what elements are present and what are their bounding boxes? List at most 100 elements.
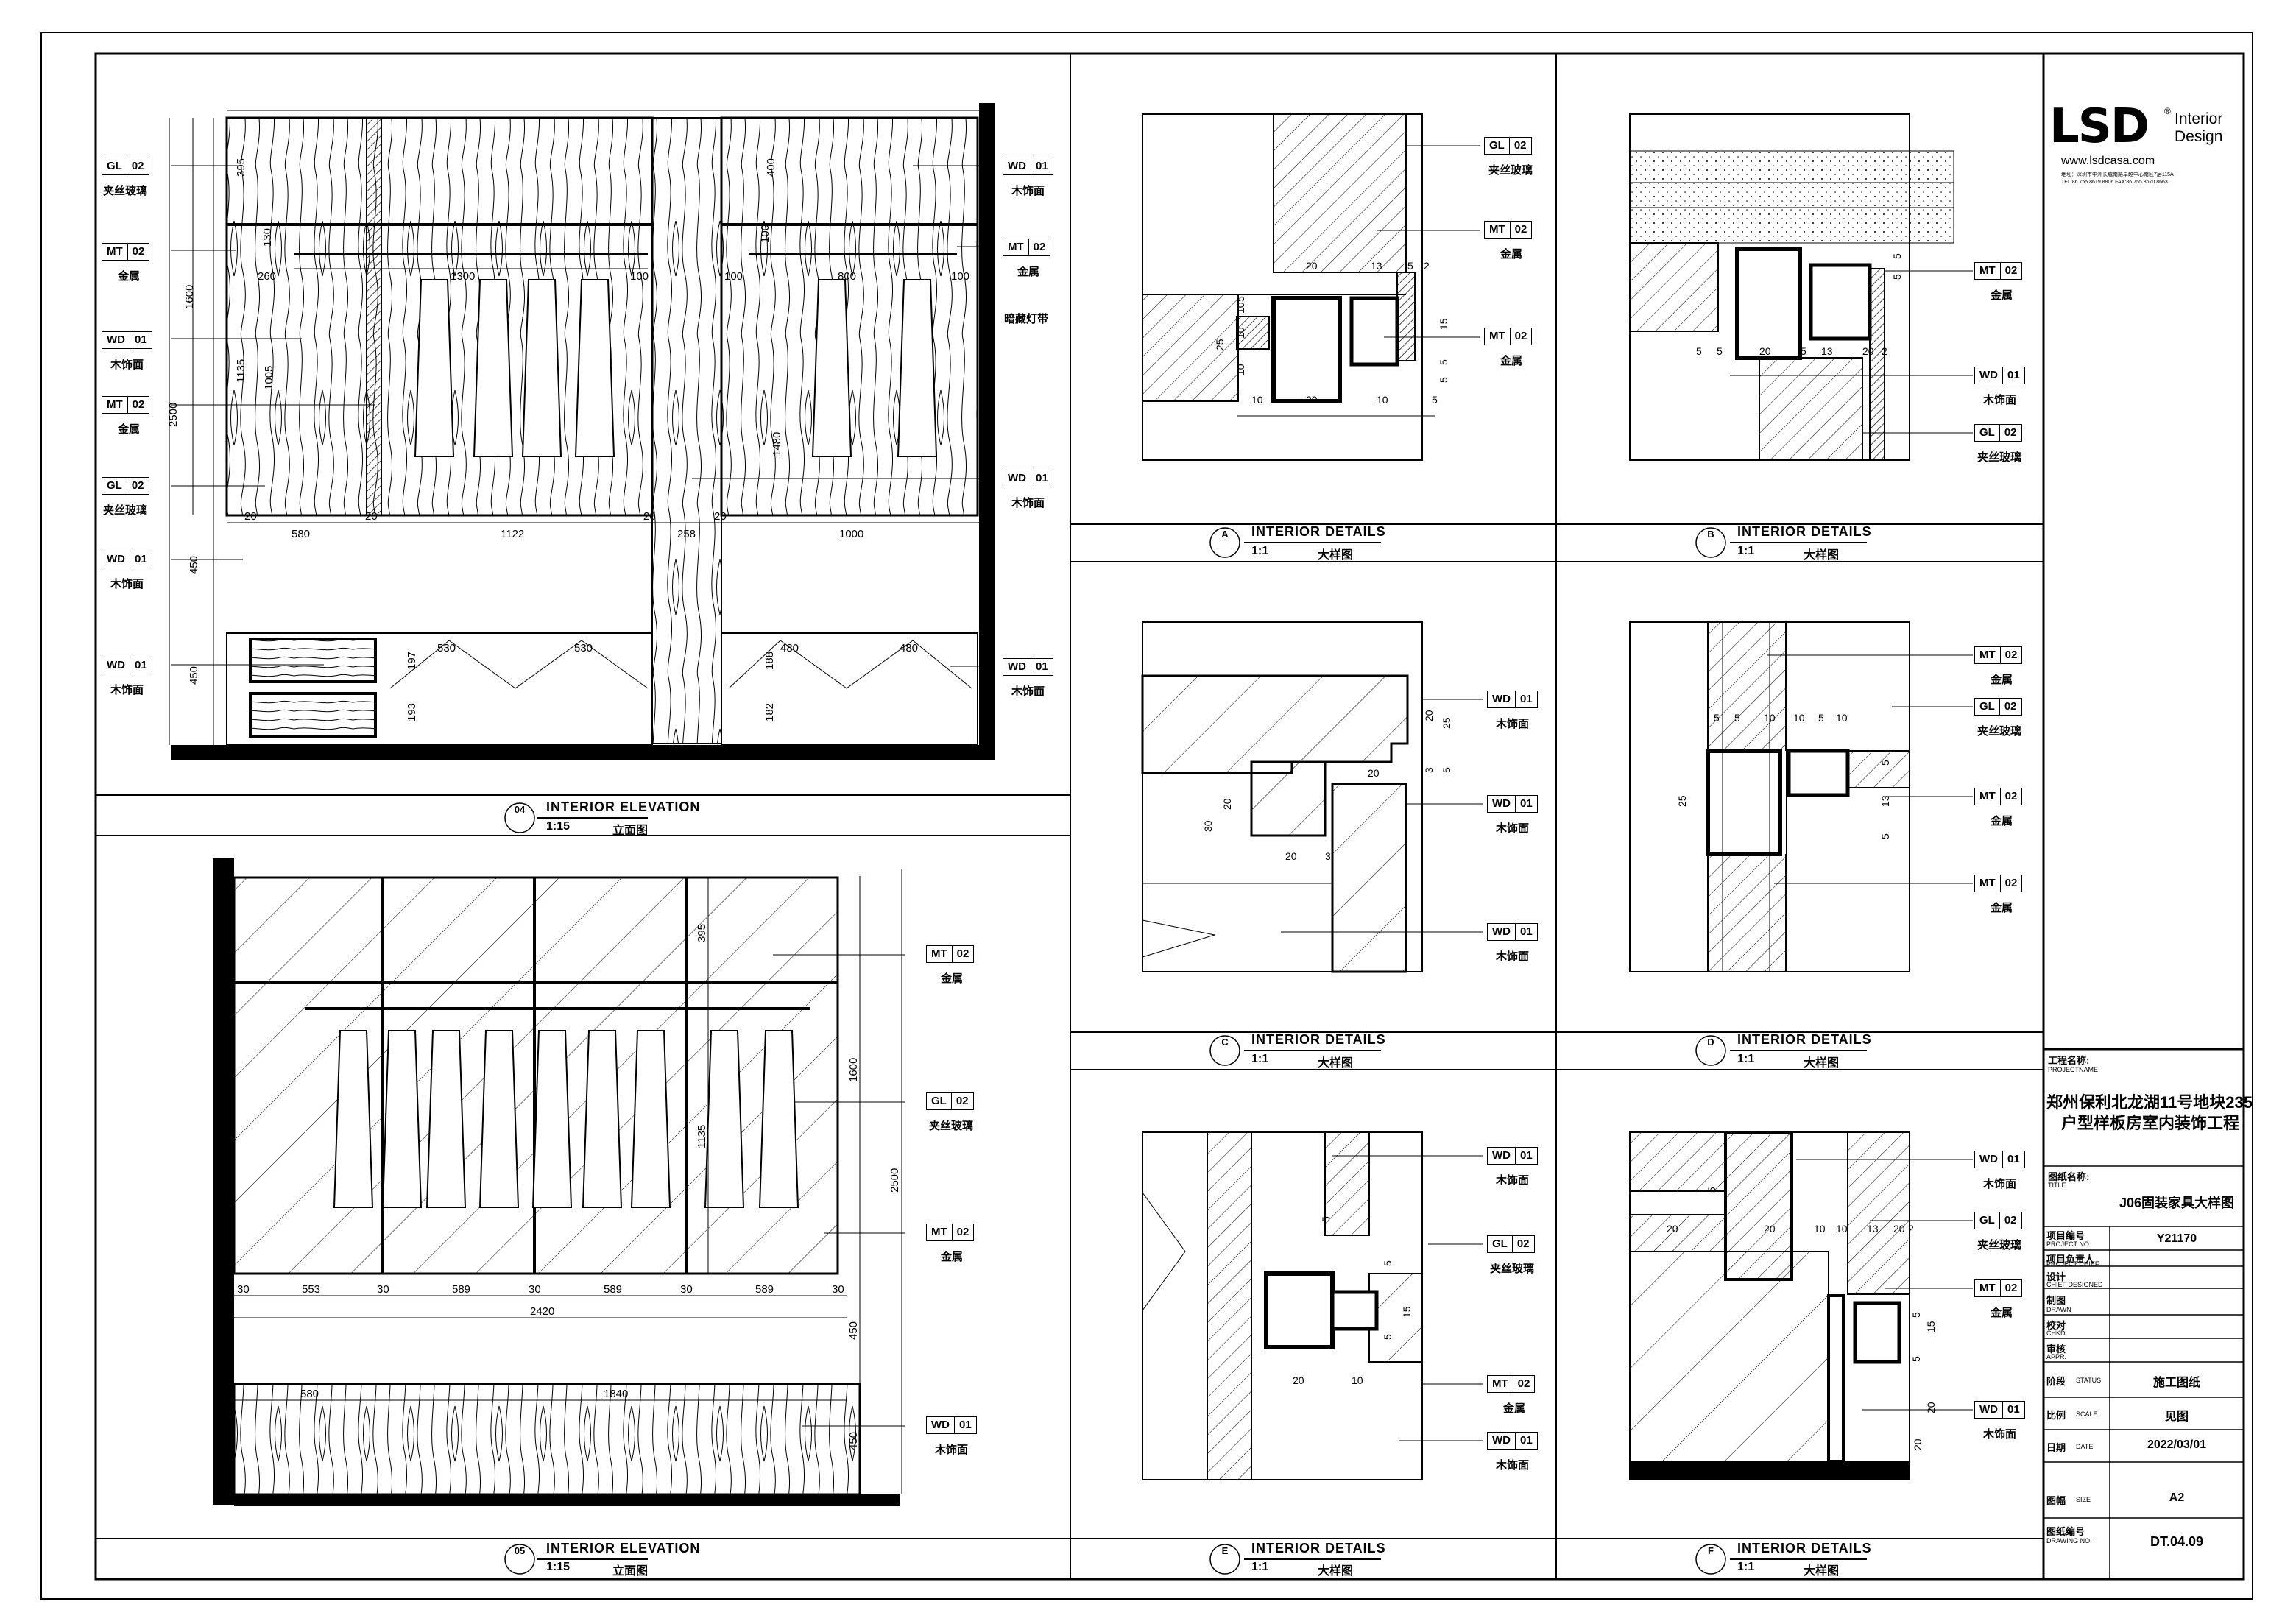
svg-text:10: 10 <box>1764 712 1776 724</box>
scale-label: 比例 <box>2046 1410 2066 1421</box>
caption-cn: 大样图 <box>1804 1057 1840 1070</box>
caption-scale: 1:1 <box>1251 1053 1269 1065</box>
status-value: 施工图纸 <box>2152 1377 2200 1389</box>
material-name: 木饰面 <box>1496 1174 1530 1187</box>
dwgno-label: 图纸编号 <box>2046 1526 2085 1537</box>
scale-label-en: SCALE <box>2076 1411 2098 1418</box>
caption-number: B <box>1707 529 1714 540</box>
caption-title: INTERIOR DETAILS <box>1251 1541 1386 1556</box>
title-label: 图纸名称: <box>2048 1171 2090 1182</box>
floor-slab <box>234 1494 900 1506</box>
svg-text:10: 10 <box>1234 364 1246 375</box>
material-name: 夹丝玻璃 <box>103 185 148 197</box>
svg-text:13: 13 <box>1867 1223 1879 1235</box>
design-label-en: CHIEF DESIGNED <box>2046 1281 2103 1288</box>
caption-title: INTERIOR DETAILS <box>1251 524 1386 539</box>
svg-text:100: 100 <box>759 225 771 243</box>
metal-post <box>366 117 382 516</box>
svg-text:15: 15 <box>1401 1306 1413 1318</box>
svg-text:20: 20 <box>244 510 257 523</box>
material-name: 金属 <box>1500 248 1523 261</box>
center-panel <box>651 117 722 744</box>
elevation-05-dims: 553 589 589 589 30 30 30 30 30 2420 580 … <box>237 924 901 1450</box>
material-name: 金属 <box>1991 815 2013 827</box>
svg-text:182: 182 <box>763 703 776 721</box>
svg-text:20: 20 <box>1925 1402 1937 1413</box>
svg-text:20: 20 <box>365 510 378 523</box>
chkd-label-en: CHKD. <box>2046 1330 2068 1337</box>
material-name: 木饰面 <box>1983 1428 2017 1441</box>
titleblock-grid <box>2044 1048 2244 1579</box>
material-name: 金属 <box>118 270 141 283</box>
svg-text:553: 553 <box>302 1283 320 1296</box>
caption-cn: 大样图 <box>1318 549 1354 562</box>
drawing-number: DT.04.09 <box>2150 1534 2204 1549</box>
svg-text:395: 395 <box>696 924 708 942</box>
svg-text:5: 5 <box>1891 253 1903 259</box>
svg-text:5: 5 <box>1910 1312 1922 1318</box>
scale-value: 见图 <box>2164 1411 2189 1423</box>
svg-text:5: 5 <box>1234 296 1246 302</box>
material-name: 木饰面 <box>110 578 144 590</box>
dwgno-label-en: DRAWING NO. <box>2046 1537 2092 1544</box>
material-name: 夹丝玻璃 <box>929 1120 974 1132</box>
svg-text:2: 2 <box>1882 345 1887 357</box>
material-name: 金属 <box>1991 289 2013 302</box>
svg-text:20: 20 <box>1862 345 1874 357</box>
svg-text:2420: 2420 <box>530 1305 554 1318</box>
svg-text:5: 5 <box>1879 833 1891 839</box>
inner-frame <box>94 52 2245 1581</box>
svg-text:5: 5 <box>1382 1260 1394 1266</box>
svg-text:589: 589 <box>452 1283 470 1296</box>
svg-text:30: 30 <box>1202 820 1214 832</box>
svg-text:2500: 2500 <box>889 1168 901 1193</box>
svg-text:13: 13 <box>1821 345 1833 357</box>
svg-text:260: 260 <box>258 270 276 283</box>
material-name: 木饰面 <box>1011 685 1045 698</box>
svg-text:5: 5 <box>1696 345 1702 357</box>
svg-text:100: 100 <box>630 270 649 283</box>
material-name: 金属 <box>118 423 141 436</box>
svg-text:30: 30 <box>832 1283 844 1296</box>
chief-label: 项目负责人 <box>2046 1254 2095 1265</box>
material-name: 金属 <box>1991 902 2013 914</box>
caption-scale: 1:1 <box>1251 545 1269 557</box>
svg-text:530: 530 <box>437 642 456 654</box>
svg-text:30: 30 <box>680 1283 693 1296</box>
svg-text:10: 10 <box>1836 712 1848 724</box>
date-value: 2022/03/01 <box>2147 1438 2207 1451</box>
material-name: 木饰面 <box>1496 1459 1530 1472</box>
svg-text:400: 400 <box>765 158 777 177</box>
svg-text:25: 25 <box>1676 795 1688 807</box>
svg-text:20: 20 <box>1285 850 1297 862</box>
svg-text:1005: 1005 <box>263 366 275 390</box>
svg-text:20: 20 <box>1912 1438 1924 1450</box>
project-label-en: PROJECTNAME <box>2048 1066 2099 1073</box>
svg-text:450: 450 <box>188 556 200 574</box>
svg-text:450: 450 <box>847 1321 860 1340</box>
appr-label: 审核 <box>2046 1344 2066 1355</box>
svg-text:20: 20 <box>714 510 727 523</box>
elevation-04-dims: 1600 2500 395 1135 1005 450 450 130 260 … <box>167 158 969 721</box>
caption-title: INTERIOR DETAILS <box>1251 1032 1386 1047</box>
project-number: Y21170 <box>2156 1232 2197 1245</box>
svg-text:1840: 1840 <box>604 1388 628 1400</box>
svg-text:13: 13 <box>1879 795 1891 807</box>
svg-text:395: 395 <box>235 158 247 177</box>
svg-text:589: 589 <box>755 1283 774 1296</box>
svg-text:5: 5 <box>1818 712 1824 724</box>
logo-registered: ® <box>2164 106 2171 116</box>
material-name: 金属 <box>1991 674 2013 686</box>
svg-text:5: 5 <box>1407 260 1413 272</box>
